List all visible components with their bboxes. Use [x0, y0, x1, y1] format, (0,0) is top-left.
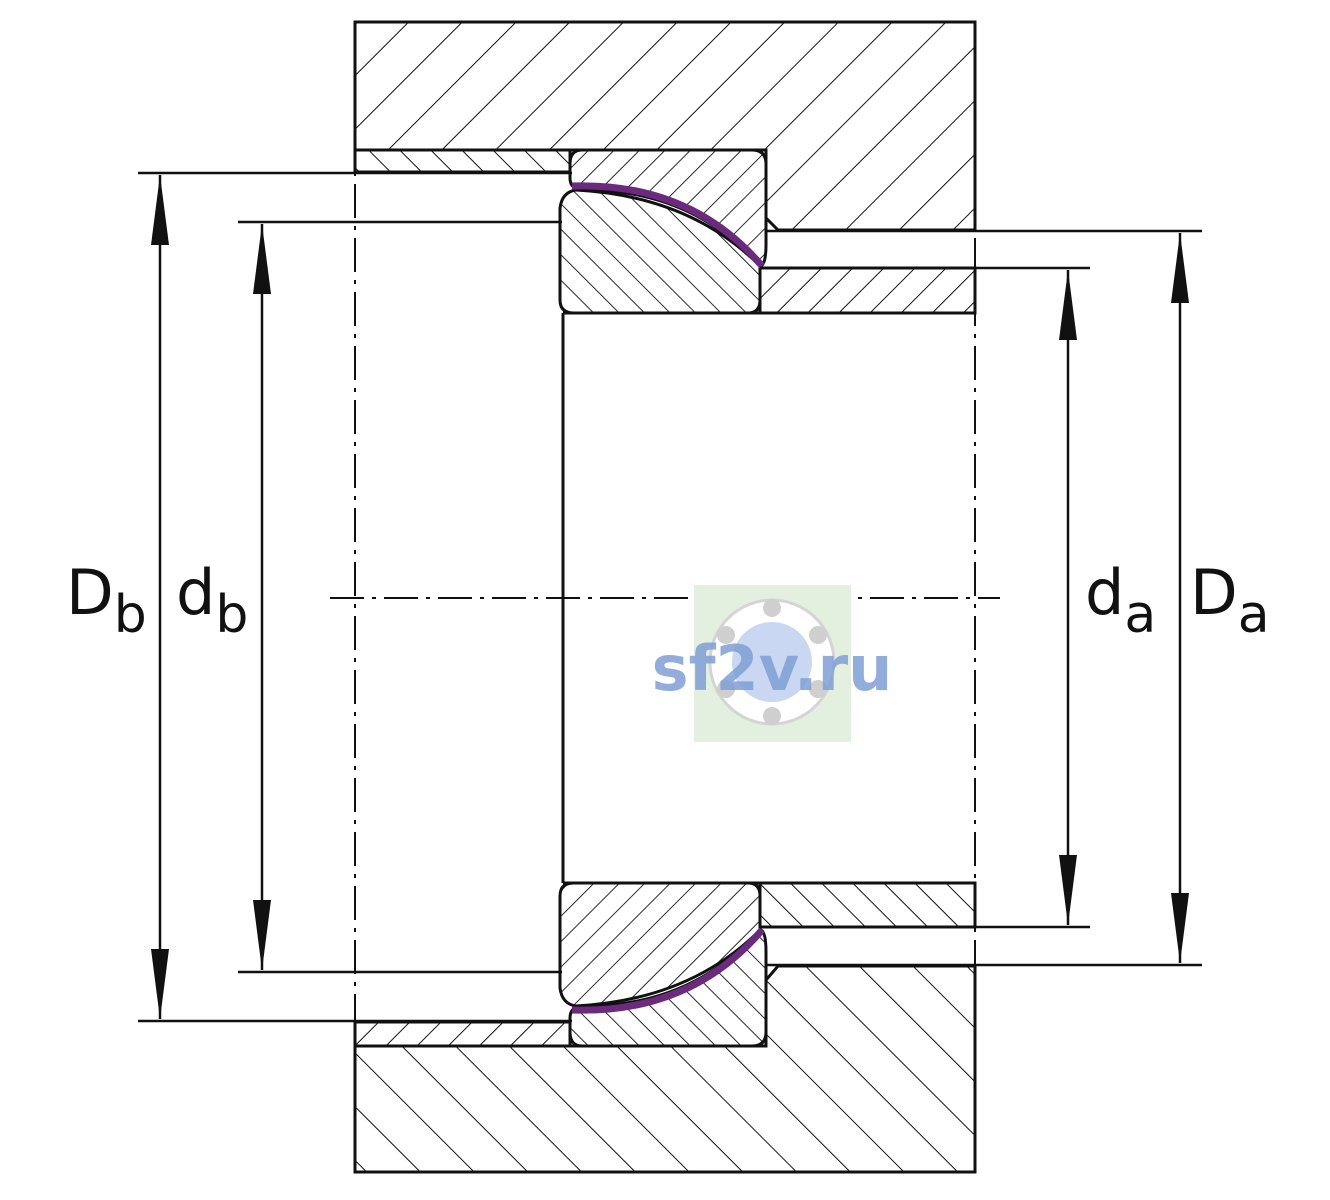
shaft-sleeve-bottom	[758, 881, 977, 929]
dimension-Db	[151, 175, 169, 1019]
bearing-inner-ring-top	[558, 188, 762, 315]
label-da: da	[1085, 556, 1156, 645]
dimension-Da	[1171, 233, 1189, 963]
dimension-da	[1059, 270, 1077, 925]
bearing-inner-ring-bottom	[558, 881, 762, 1008]
watermark-text: sf2v.ru	[652, 632, 893, 705]
center-lines	[330, 22, 1000, 1172]
ptfe-liner-bottom	[571, 927, 765, 1014]
label-db: db	[176, 556, 248, 645]
extension-lines	[138, 171, 1202, 1023]
watermark: sf2v.ru	[652, 585, 893, 742]
shaft-sleeve-top	[758, 266, 977, 315]
dimension-db	[253, 224, 271, 970]
ptfe-liner-top	[571, 182, 765, 269]
label-Db: Db	[66, 556, 147, 645]
label-Da: Da	[1190, 556, 1270, 645]
bearing-logo-icon	[708, 598, 836, 726]
spacer-ring-top	[353, 148, 572, 174]
spacer-ring-bottom	[353, 1020, 572, 1048]
